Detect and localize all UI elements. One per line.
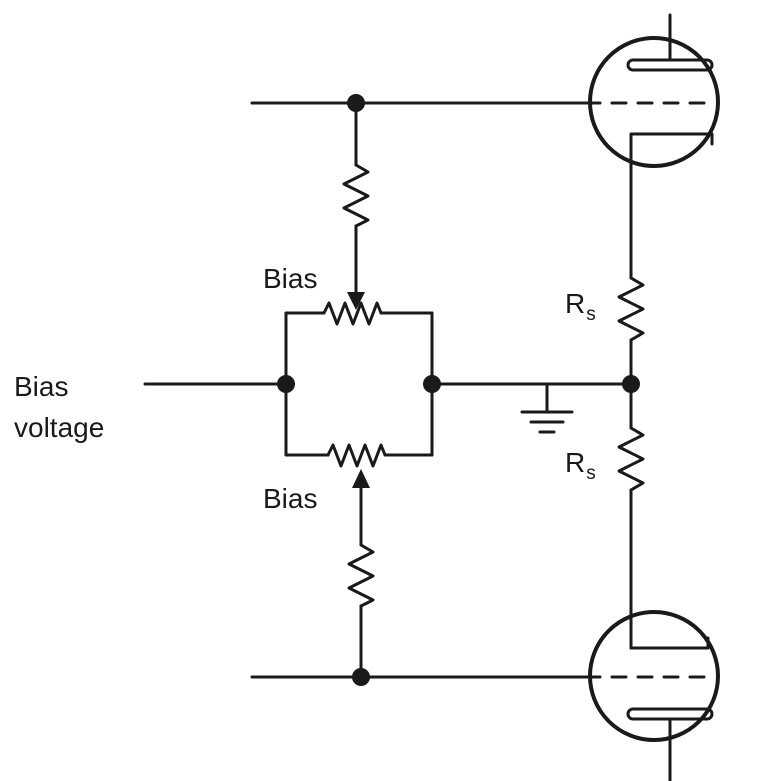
bias-voltage-label-line1: Bias [14, 371, 68, 402]
top-potentiometer [322, 301, 383, 326]
ground-icon [520, 410, 574, 434]
bottom-rs-label: Rs [565, 447, 596, 484]
bottom-vacuum-tube [588, 598, 720, 781]
top-bias-label: Bias [263, 263, 317, 294]
bottom-rs-resistor [617, 426, 645, 492]
bridge-left-junction-dot [277, 375, 295, 393]
bottom-potentiometer [326, 443, 387, 468]
bottom-bias-label: Bias [263, 483, 317, 514]
bottom-resistor [347, 543, 375, 608]
top-rs-resistor [617, 276, 645, 342]
top-resistor [342, 163, 370, 228]
bottom-junction-dot [352, 668, 370, 686]
top-wiper-arrow [347, 292, 365, 310]
top-rs-label: Rs [565, 288, 596, 325]
bottom-wiper-arrow [352, 469, 370, 488]
top-vacuum-tube [588, 13, 720, 168]
bias-voltage-label-line2: voltage [14, 412, 104, 443]
